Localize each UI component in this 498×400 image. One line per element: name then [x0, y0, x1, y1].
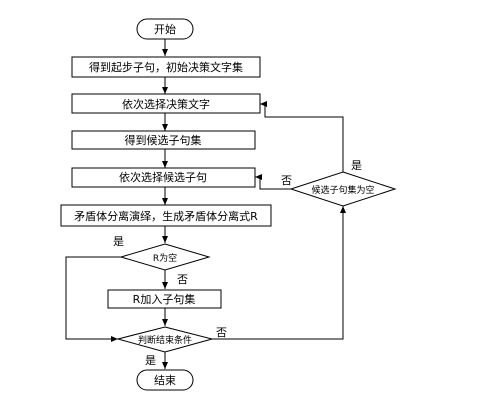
step5-label: 矛盾体分离演绎，生成矛盾体分离式R — [74, 209, 258, 223]
candidates-empty-decision — [289, 171, 397, 207]
edge-candidates-no-step4 — [255, 174, 291, 190]
add-to-set-box — [107, 289, 222, 309]
label-judge-no: 否 — [216, 326, 227, 339]
start-node — [136, 18, 194, 40]
edge-rempty-yes-judge — [65, 256, 122, 342]
step2-box — [71, 93, 261, 114]
step1-box — [71, 56, 261, 78]
edges — [65, 39, 346, 369]
label-judge-yes: 是 — [145, 354, 156, 367]
label-rempty-yes: 是 — [113, 235, 124, 248]
step4-box — [71, 167, 256, 188]
label-rempty-no: 否 — [177, 273, 188, 286]
label-candidates-yes: 是 — [351, 159, 362, 172]
edge-candidates-yes-step2 — [260, 101, 344, 172]
end-condition-decision — [116, 326, 214, 353]
r-empty-label: R为空 — [153, 252, 177, 264]
start-label: 开始 — [154, 22, 176, 36]
end-node — [136, 369, 194, 391]
step2-label: 依次选择决策文字 — [122, 97, 210, 111]
edge-judge-no-candidates — [212, 206, 346, 340]
candidates-empty-label: 候选子句集为空 — [311, 184, 374, 196]
add-to-set-label: R加入子句集 — [133, 292, 196, 306]
step5-box — [60, 204, 272, 227]
r-empty-decision — [119, 243, 211, 271]
end-label: 结束 — [154, 374, 176, 387]
step3-label: 得到候选子句集 — [125, 133, 202, 147]
step3-box — [71, 130, 256, 150]
label-candidates-no: 否 — [281, 174, 292, 187]
end-condition-label: 判断结束条件 — [138, 334, 192, 346]
step1-label: 得到起步子句，初始决策文字集 — [89, 60, 243, 74]
step4-label: 依次选择候选子句 — [119, 170, 207, 184]
